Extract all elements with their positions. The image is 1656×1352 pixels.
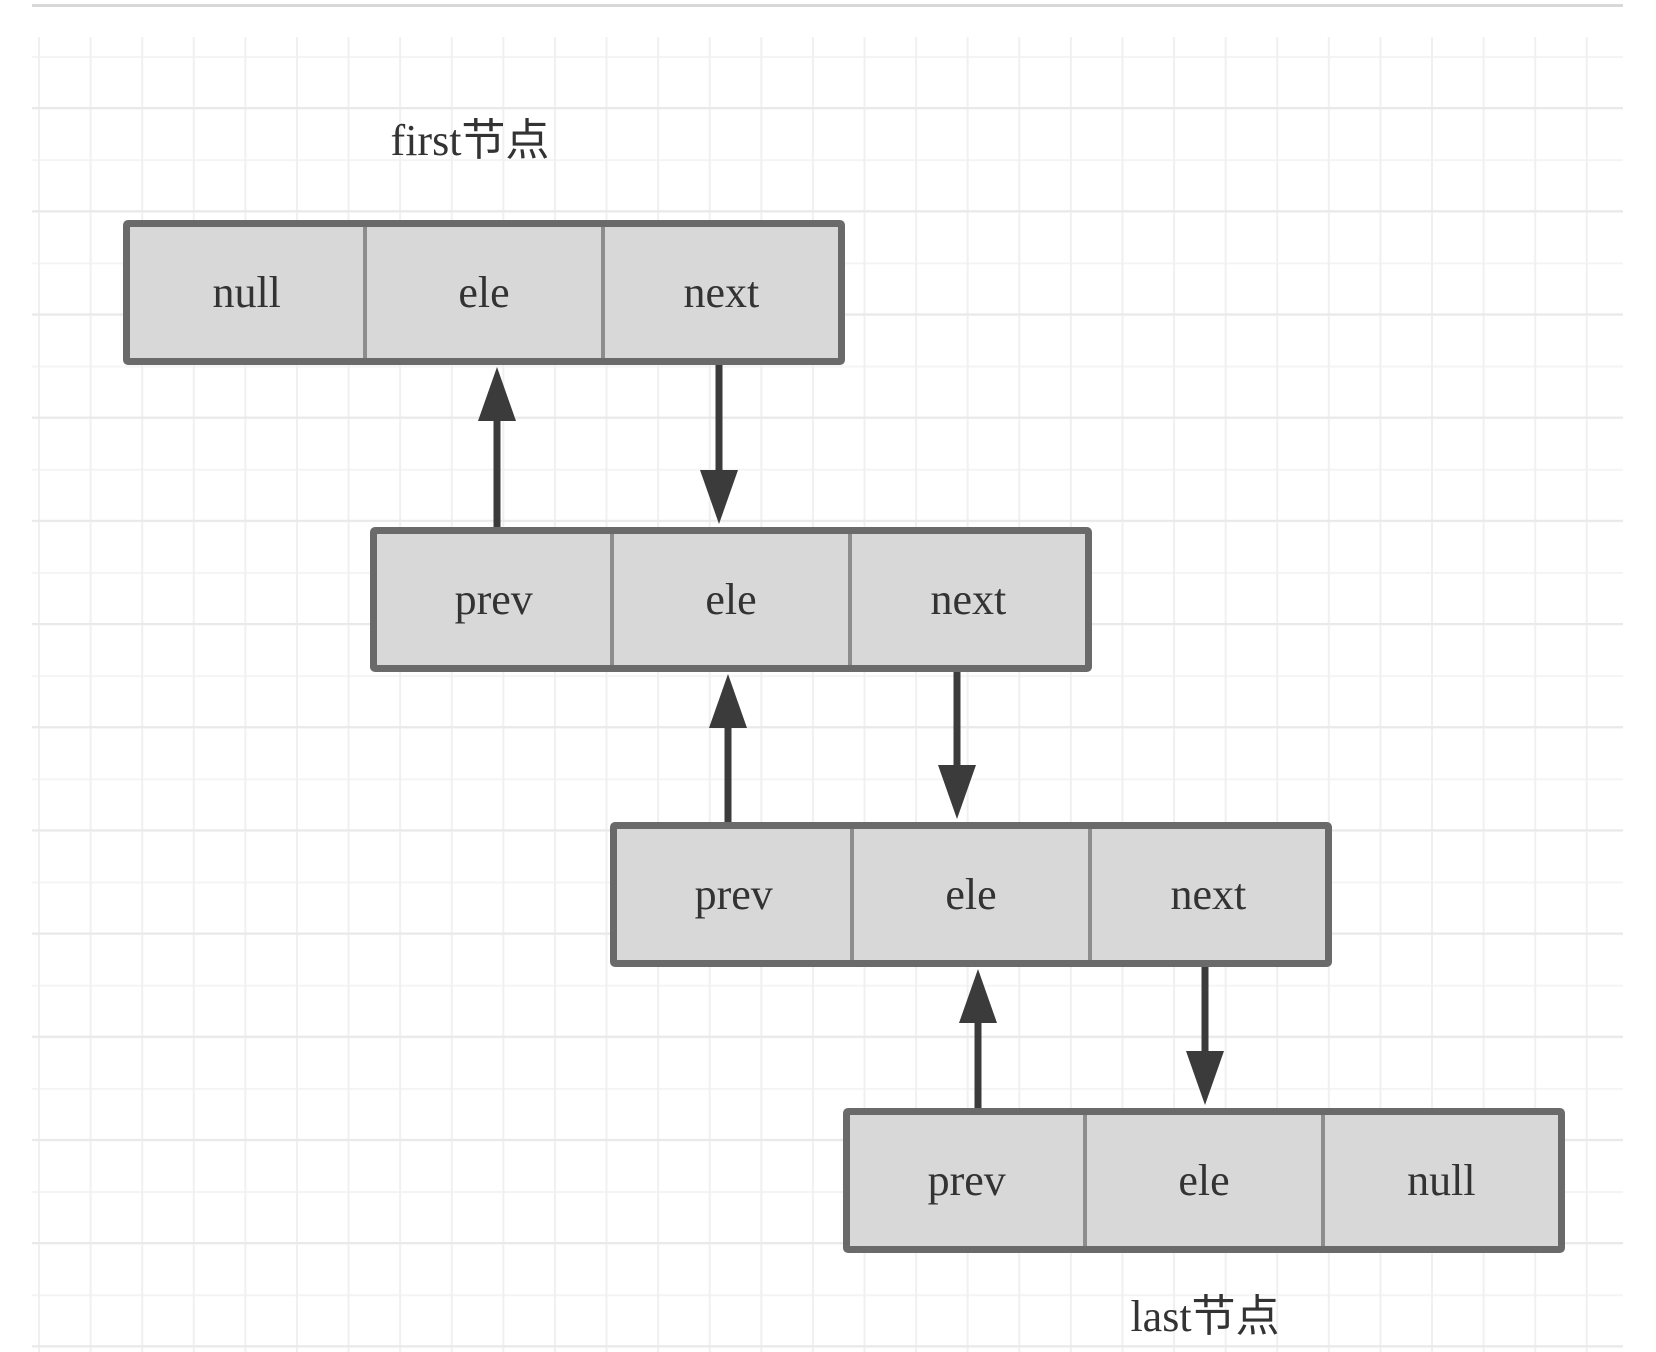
canvas-top-rule [32, 4, 1623, 7]
node-label-last: last节点 [1130, 1292, 1280, 1341]
node-third-cell-0: prev [694, 870, 773, 919]
node-last-cell-2: null [1320, 1115, 1558, 1246]
node-third-cell-2: next [1087, 829, 1325, 960]
node-third-cell-1: ele [850, 829, 1087, 960]
node-second-cell-0: prev [454, 575, 533, 624]
node-first-cell-0: null [212, 268, 281, 317]
node-label-first: first节点 [390, 116, 550, 165]
node-first-cell-1: ele [363, 227, 600, 358]
node-last-cell-0: prev [927, 1156, 1006, 1205]
node-first-cell-2: next [600, 227, 838, 358]
node-last-cell-1: ele [1083, 1115, 1320, 1246]
node-second-cell-1: ele [610, 534, 847, 665]
node-second-cell-2: next [847, 534, 1085, 665]
